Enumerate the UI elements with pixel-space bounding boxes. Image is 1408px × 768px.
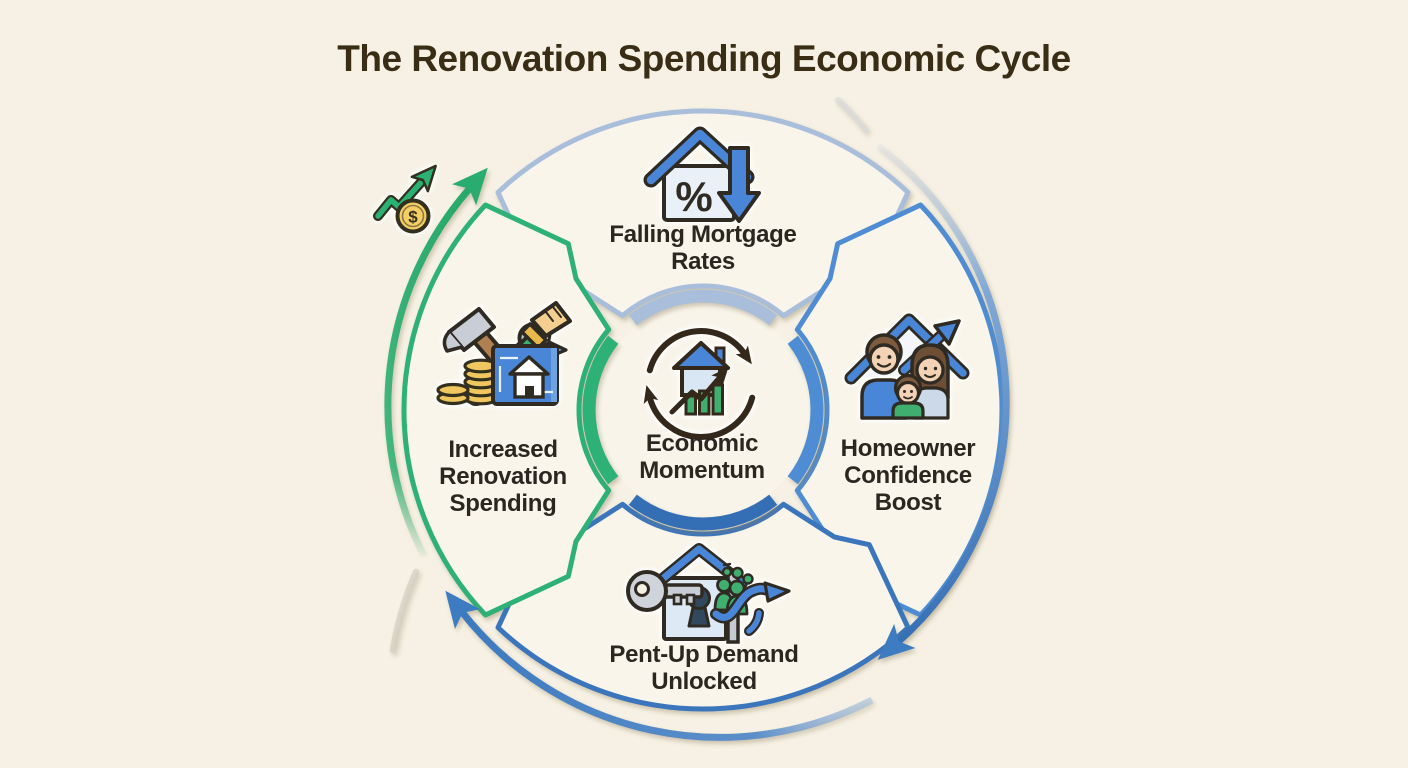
percent-glyph: %	[675, 173, 712, 220]
dollar-glyph: $	[408, 208, 418, 227]
economic-momentum-icon	[643, 328, 756, 440]
hammer-claw	[442, 330, 463, 353]
momentum-trend-arrow	[669, 367, 729, 415]
stage-label-pent-up-demand-unlocked: Pent-Up Demand Unlocked	[609, 641, 799, 695]
key-unlock-demand-icon	[626, 543, 791, 644]
growth-dollar-icon: $	[373, 164, 437, 234]
key-icon	[626, 570, 704, 612]
child-shirt	[891, 401, 925, 420]
hub-arc-right	[787, 335, 824, 485]
stage-label-increased-renovation-spending: Increased Renovation Spending	[439, 436, 567, 517]
cycle-arrows	[643, 328, 756, 440]
rate-down-arrow	[717, 146, 761, 223]
stage-label-falling-mortgage-rates: Falling Mortgage Rates	[609, 221, 797, 275]
page-title: The Renovation Spending Economic Cycle	[337, 38, 1071, 79]
flow-arrow-blue-right	[875, 143, 1010, 660]
flow-tail-gray-top-right	[834, 96, 870, 134]
flow-arrows	[384, 96, 1010, 741]
center-label-economic-momentum: Economic Momentum	[639, 430, 765, 484]
renovation-tools-icon	[436, 301, 572, 406]
demand-flow-arrow	[710, 581, 791, 636]
dollar-coin-icon: $	[395, 198, 431, 234]
flow-arrow-green-left	[384, 167, 488, 558]
blueprint-icon	[491, 340, 568, 406]
momentum-bars	[684, 383, 724, 416]
hub-arc-left	[582, 335, 619, 485]
family-confidence-icon	[844, 313, 970, 420]
hub-arc-bottom	[628, 494, 778, 531]
flow-tail-gray-bottom-left	[389, 568, 420, 654]
family-child	[891, 373, 925, 420]
hub-arc-top	[628, 289, 778, 326]
mortgage-rate-drop-icon: %	[643, 126, 761, 223]
blueprint-house-door	[525, 386, 534, 397]
stage-label-homeowner-confidence-boost: Homeowner Confidence Boost	[840, 435, 976, 516]
flow-arrow-blue-bottom	[445, 590, 874, 741]
